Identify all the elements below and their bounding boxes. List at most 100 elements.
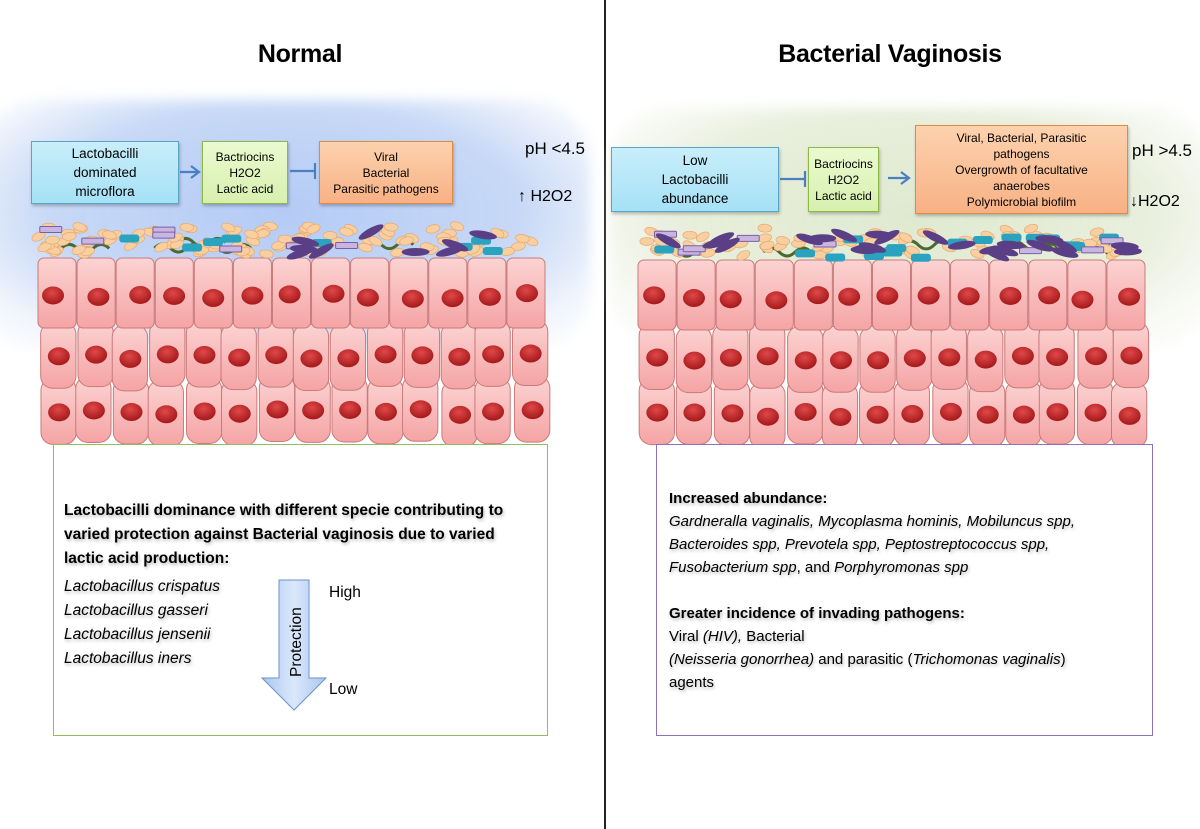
nucleus: [1011, 346, 1034, 365]
bv-abundance-heading: Increased abundance:: [669, 490, 828, 507]
normal-species-list: Lactobacillus crispatus Lactobacillus ga…: [64, 575, 220, 671]
nucleus: [374, 402, 397, 421]
nucleus: [829, 407, 852, 426]
nucleus: [1118, 287, 1141, 306]
text-span: ) agents: [669, 651, 1066, 691]
nucleus: [643, 286, 666, 305]
nucleus: [228, 404, 251, 423]
bv-h2o2-indicator: ↓H2O2: [1130, 193, 1180, 211]
nucleus: [719, 348, 742, 367]
species-item: Lactobacillus crispatus: [64, 578, 220, 595]
lactobacillus: [1023, 223, 1039, 234]
nucleus: [646, 348, 669, 367]
lactobacillus: [450, 221, 465, 231]
box-line: Polymicrobial biofilm: [966, 194, 1077, 209]
rod-bacterium: [219, 245, 243, 253]
spindle-bacterium: [469, 230, 497, 240]
protection-arrow-label: Protection: [288, 607, 305, 677]
box-line: Viral, Bacterial, Parasitic: [956, 130, 1087, 145]
lactobacillus: [271, 240, 286, 250]
nucleus: [1120, 346, 1143, 365]
rod-bacterium: [682, 245, 706, 253]
lactobacillus: [358, 242, 373, 253]
bv-ph-label: pH >4.5: [1132, 141, 1193, 160]
normal-activate-arrow: [180, 165, 201, 179]
box-line: Lactic acid: [815, 188, 872, 203]
bv-pathogens-list: Viral (HIV), Bacterial(Neisseria gonorrh…: [669, 625, 1079, 694]
nucleus: [401, 289, 424, 308]
spindle-bacterium: [808, 234, 837, 243]
italic-text: Porphyromonas spp: [834, 559, 969, 576]
nucleus: [794, 402, 817, 421]
box-line: H2O2: [827, 172, 860, 187]
nucleus: [876, 286, 899, 305]
normal-epithelium: [31, 221, 551, 448]
nucleus: [938, 348, 961, 367]
up-arrow-icon: ↑: [518, 188, 526, 205]
nucleus: [838, 287, 861, 306]
lactobacillus: [62, 231, 77, 241]
anaerobe-rod: [1001, 233, 1022, 242]
normal-inhibit-arrow: [290, 163, 317, 179]
nucleus: [163, 286, 186, 305]
lactobacillus: [515, 234, 530, 243]
nucleus: [756, 347, 779, 366]
nucleus: [448, 347, 471, 366]
box-line: Bacterial: [362, 165, 410, 180]
nucleus: [241, 286, 264, 305]
lactobacillus: [425, 224, 441, 234]
rod-bacterium: [152, 231, 176, 239]
anaerobe-rod: [221, 234, 242, 243]
spindle-bacterium: [308, 243, 334, 259]
spindle-bacterium: [1113, 247, 1142, 256]
nucleus: [48, 403, 71, 422]
italic-text: Gardneralla vaginalis, Mycoplasma homini…: [669, 513, 1076, 576]
bv-abundance-list: Gardneralla vaginalis, Mycoplasma homini…: [669, 510, 1149, 579]
nucleus: [1118, 406, 1141, 425]
spindle-bacterium: [401, 247, 430, 256]
nucleus: [1085, 347, 1108, 366]
lactobacillus: [898, 232, 913, 243]
nucleus: [519, 344, 542, 363]
box-line: Overgrowth of facultative: [955, 162, 1088, 177]
box-line: pathogens: [993, 146, 1050, 161]
spindle-bacterium: [655, 233, 681, 249]
nucleus: [1071, 290, 1094, 309]
nucleus: [339, 400, 362, 419]
nucleus: [411, 346, 434, 365]
nucleus: [1038, 286, 1061, 305]
nucleus: [999, 286, 1022, 305]
bv-inhibit-arrow: [780, 171, 807, 187]
lactobacillus: [511, 241, 526, 251]
bv-summary-box: Increased abundance: Gardneralla vaginal…: [656, 444, 1153, 736]
normal-title: Normal: [257, 40, 343, 68]
text-span: Bacterial: [742, 628, 805, 645]
nucleus: [829, 351, 852, 370]
lactobacillus: [383, 222, 399, 232]
bv-activate-arrow: [888, 171, 911, 185]
bv-epithelium: [637, 223, 1150, 450]
lactobacillus: [179, 223, 195, 232]
spindle-bacterium: [850, 245, 879, 255]
lactobacillus: [775, 236, 791, 246]
normal-h2o2-label: H2O2: [530, 188, 573, 205]
nucleus: [866, 405, 889, 424]
spindle-bacterium: [702, 238, 730, 249]
anaerobe-rod: [795, 249, 816, 258]
box-line: dominated: [73, 165, 137, 180]
anaerobe-rod: [825, 253, 846, 262]
rod-bacterium: [1100, 237, 1124, 245]
bv-h2o2-label: H2O2: [1138, 193, 1180, 210]
nucleus: [756, 407, 779, 426]
lactobacillus: [322, 231, 338, 240]
protection-high-label: High: [329, 584, 361, 601]
nucleus: [478, 287, 501, 306]
italic-text: (Neisseria gonorrhea): [669, 651, 815, 668]
box-line: anaerobes: [993, 178, 1050, 193]
